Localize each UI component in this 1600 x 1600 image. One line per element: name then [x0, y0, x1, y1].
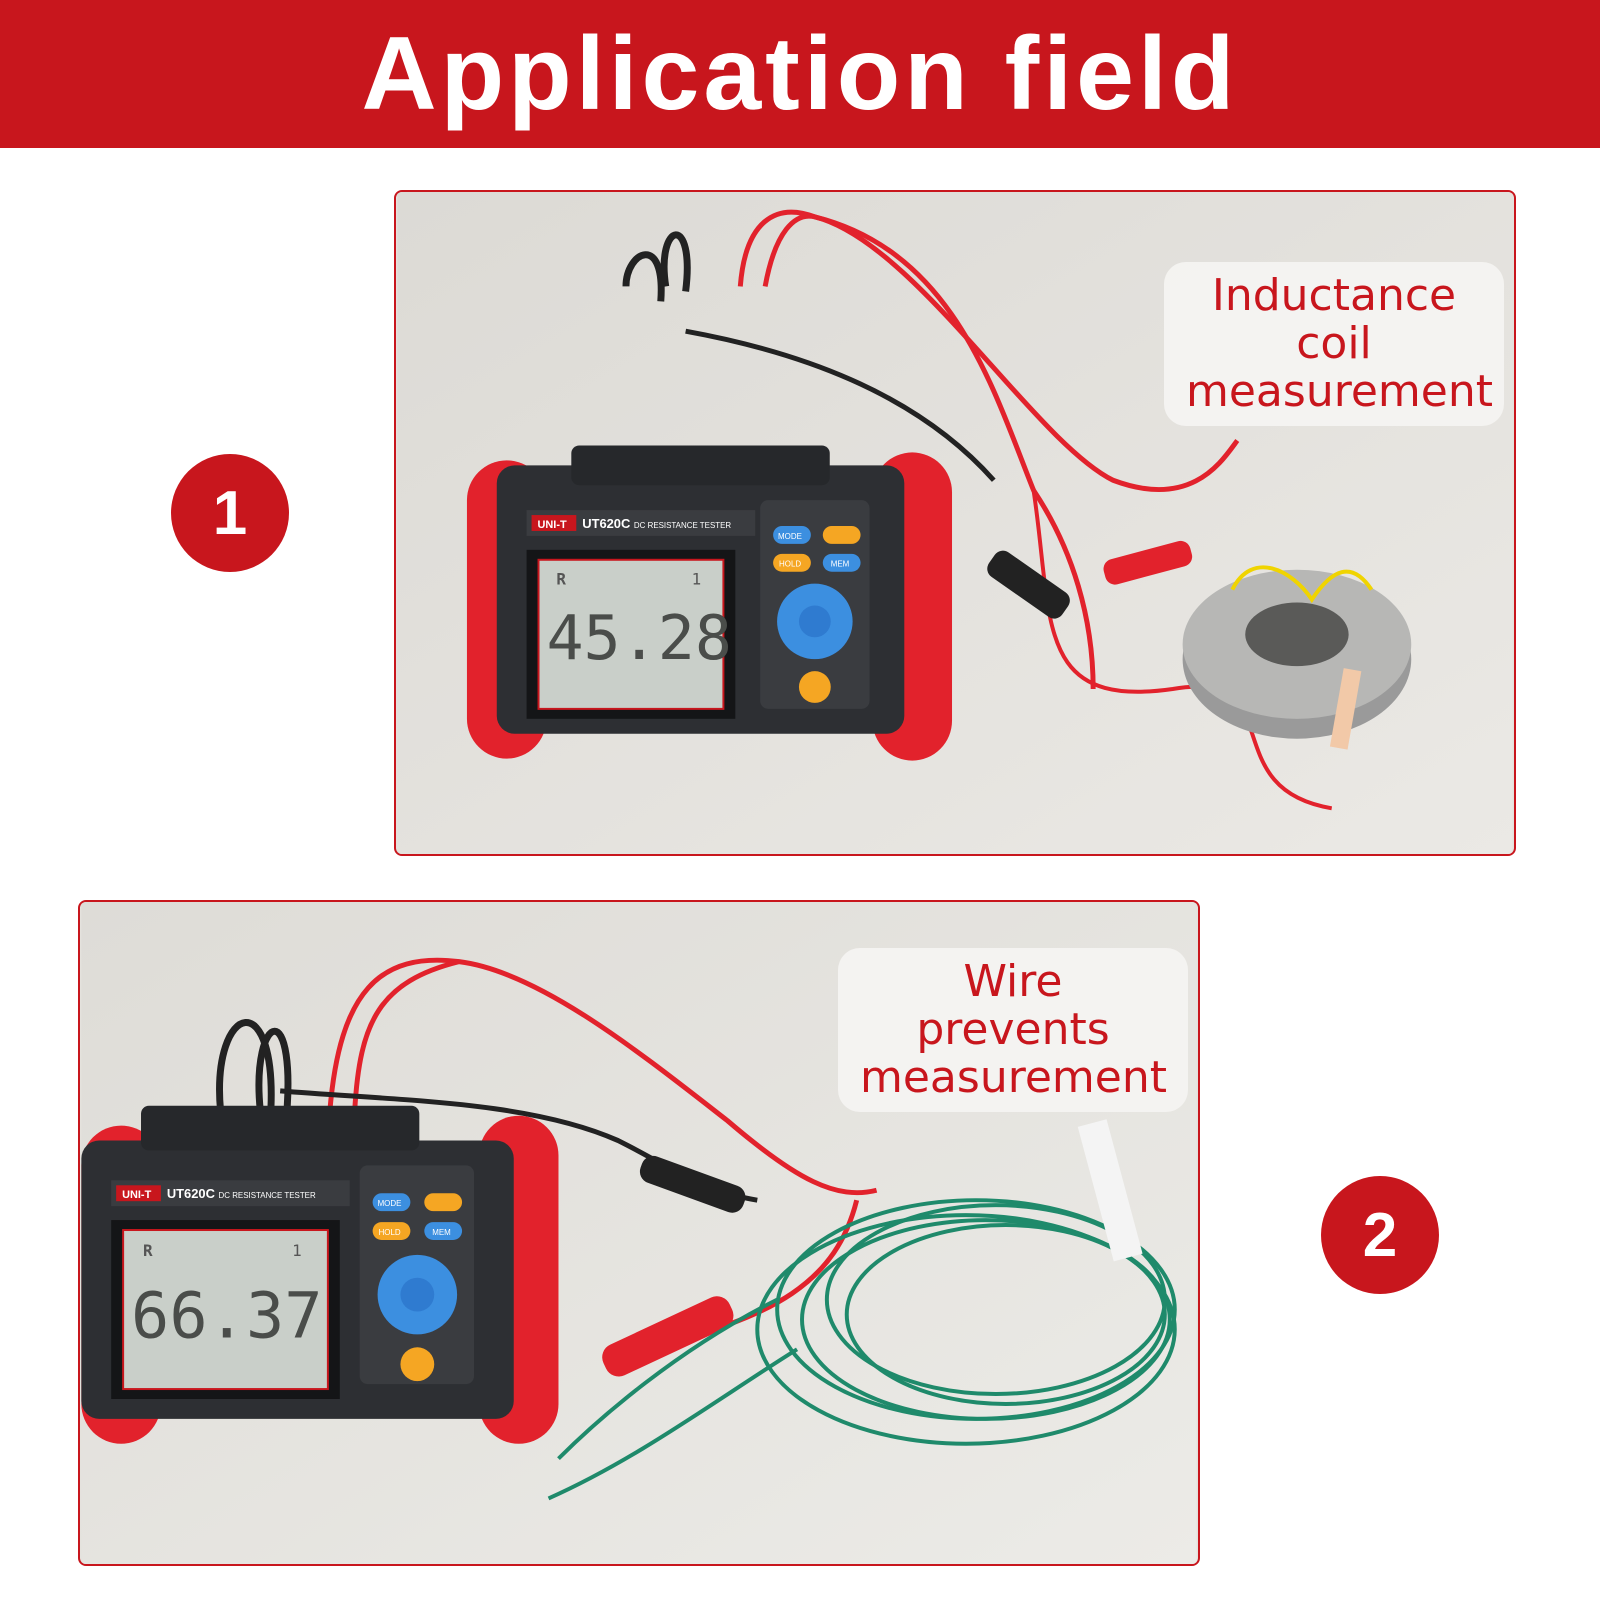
caption-wire-measurement: Wire prevents measurement — [838, 948, 1188, 1112]
device-2-mode-indicator: R — [143, 1241, 153, 1260]
device-2-mem-button-label: MEM — [432, 1228, 451, 1237]
photo-inductance-coil: UNI-T UT620C DC RESISTANCE TESTER R 1 45… — [394, 190, 1516, 856]
caption-1-line-1: Inductance coil — [1211, 270, 1457, 369]
caption-1-line-2: measurement — [1186, 366, 1493, 417]
device-2-reading: 66.37 — [131, 1279, 322, 1353]
device-1-subtitle: DC RESISTANCE TESTER — [634, 521, 731, 530]
step-badge-2: 2 — [1321, 1176, 1439, 1294]
device-1-mode-button-label: MODE — [778, 532, 802, 541]
device-1-hold-button-label: HOLD — [779, 560, 801, 569]
device-1-mode-indicator: R — [556, 570, 566, 589]
device-2-subtitle: DC RESISTANCE TESTER — [219, 1191, 316, 1200]
header-banner: Application field — [0, 0, 1600, 148]
device-2-channel-indicator: 1 — [292, 1241, 302, 1260]
photo-wire-measurement: UNI-T UT620C DC RESISTANCE TESTER R 1 66… — [78, 900, 1200, 1566]
caption-inductance-coil: Inductance coil measurement — [1164, 262, 1504, 426]
caption-2-line-1: Wire prevents — [916, 956, 1110, 1055]
caption-2-line-2: measurement — [860, 1052, 1167, 1103]
page-title: Application field — [361, 16, 1239, 132]
device-2-brand: UNI-T — [122, 1189, 151, 1201]
device-1-model: UT620C — [582, 516, 630, 531]
device-2-hold-button-label: HOLD — [379, 1228, 401, 1237]
device-1-brand: UNI-T — [538, 519, 567, 531]
device-1-mem-button-label: MEM — [831, 560, 850, 569]
step-badge-1: 1 — [171, 454, 289, 572]
device-2-mode-button-label: MODE — [378, 1199, 402, 1208]
device-1-channel-indicator: 1 — [692, 570, 702, 589]
device-2-model: UT620C — [167, 1186, 215, 1201]
device-1-reading: 45.28 — [546, 602, 731, 674]
